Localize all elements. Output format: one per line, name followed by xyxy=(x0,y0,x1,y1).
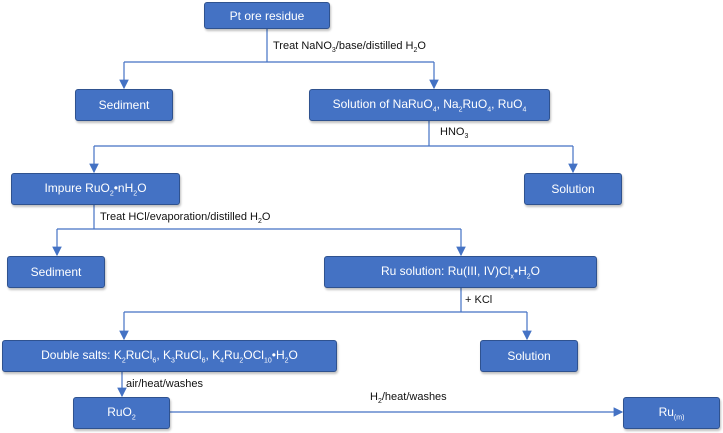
edge-label-h2-heat-text: H2/heat/washes xyxy=(370,391,447,406)
text-segment: Treat HCl/evaporation/distilled H xyxy=(100,211,258,223)
subscript: 4 xyxy=(522,106,527,114)
subscript: 2 xyxy=(109,190,114,198)
text-segment: Pt ore residue xyxy=(229,8,305,23)
text-segment: + KCl xyxy=(465,294,493,306)
ru-solution-box: Ru solution: Ru(III, IV)Clx•H2O xyxy=(324,256,597,288)
edge-label-h2-heat: H2/heat/washes xyxy=(370,391,447,405)
subscript: 10 xyxy=(263,357,272,365)
text-segment: O xyxy=(530,263,540,278)
text-segment: •nH xyxy=(113,180,134,195)
subscript: 3 xyxy=(464,133,469,141)
subscript: x xyxy=(510,273,514,281)
edge-label-hno3-text: HNO3 xyxy=(440,126,469,141)
text-segment: Treat NaNO xyxy=(273,40,332,52)
text-segment: air/heat/washes xyxy=(126,378,204,390)
edge-label-treat-hcl-text: Treat HCl/evaporation/distilled H2O xyxy=(100,211,271,226)
sediment-box-2: Sediment xyxy=(7,256,105,288)
subscript: 2 xyxy=(458,106,463,114)
text-segment: O xyxy=(137,180,147,195)
text-segment: RuCl xyxy=(125,347,153,362)
ru-solution-box-text: Ru solution: Ru(III, IV)Clx•H2O xyxy=(381,264,540,280)
text-segment: Ru solution: Ru(III, IV)Cl xyxy=(381,263,511,278)
ru-m-box-text: Ru(m) xyxy=(659,405,685,421)
subscript: 2 xyxy=(239,357,244,365)
subscript: 2 xyxy=(284,357,289,365)
subscript: 2 xyxy=(133,190,138,198)
subscript: 4 xyxy=(432,106,437,114)
text-segment: , K xyxy=(205,347,221,362)
ruo2-box-text: RuO2 xyxy=(107,405,136,421)
text-segment: Ru xyxy=(658,404,674,419)
text-segment: Impure RuO xyxy=(44,180,110,195)
text-segment: Ru xyxy=(224,347,240,362)
edge-label-hno3: HNO3 xyxy=(440,126,468,140)
impure-ruo2-box-text: Impure RuO2•nH2O xyxy=(44,181,146,197)
text-segment: •H xyxy=(271,347,285,362)
text-segment: OCl xyxy=(243,347,264,362)
text-segment: Solution xyxy=(551,182,595,196)
impure-ruo2-box: Impure RuO2•nH2O xyxy=(11,173,180,205)
subscript: 3 xyxy=(170,357,175,365)
edge-label-treat-nano3-text: Treat NaNO3/base/distilled H2O xyxy=(273,40,426,55)
pt-ore-residue-box-text: Pt ore residue xyxy=(230,9,305,23)
text-segment: O xyxy=(288,347,298,362)
text-segment: Double salts: K xyxy=(41,347,122,362)
solution-box-1-text: Solution xyxy=(551,182,594,196)
solution-naruo4-box: Solution of NaRuO4, Na2RuO4, RuO4 xyxy=(309,89,550,121)
pt-ore-residue-box: Pt ore residue xyxy=(204,2,330,29)
subscript: 2 xyxy=(377,398,382,406)
solution-box-2-text: Solution xyxy=(507,349,550,363)
text-segment: RuO xyxy=(107,404,132,419)
subscript: 2 xyxy=(413,47,418,55)
subscript: 2 xyxy=(257,218,262,226)
solution-box-1: Solution xyxy=(524,173,622,205)
ruo2-box: RuO2 xyxy=(73,397,170,429)
text-segment: , Na xyxy=(436,96,459,111)
text-segment: HNO xyxy=(440,126,465,138)
ru-m-box: Ru(m) xyxy=(623,397,720,429)
subscript: 4 xyxy=(220,357,225,365)
text-segment: RuO xyxy=(462,96,488,111)
text-segment: , RuO xyxy=(491,96,523,111)
text-segment: /heat/washes xyxy=(381,391,447,403)
text-segment: Solution xyxy=(507,349,551,363)
text-segment: , K xyxy=(156,347,171,362)
text-segment: H xyxy=(370,391,378,403)
subscript: 2 xyxy=(121,357,126,365)
subscript: 2 xyxy=(526,273,531,281)
edge-label-kcl-text: + KCl xyxy=(465,294,492,306)
solution-box-2: Solution xyxy=(480,340,578,372)
double-salts-box: Double salts: K2RuCl6, K3RuCl6, K4Ru2OCl… xyxy=(2,340,337,372)
edge-label-treat-hcl: Treat HCl/evaporation/distilled H2O xyxy=(100,211,270,225)
text-segment: /base/distilled H xyxy=(335,40,414,52)
solution-naruo4-box-text: Solution of NaRuO4, Na2RuO4, RuO4 xyxy=(333,97,527,113)
edge-label-air-heat: air/heat/washes xyxy=(126,378,203,390)
subscript: 6 xyxy=(201,357,206,365)
sediment-box-1-text: Sediment xyxy=(99,98,150,112)
text-segment: RuCl xyxy=(174,347,202,362)
text-segment: Sediment xyxy=(98,98,150,112)
text-segment: O xyxy=(417,40,426,52)
edge-label-kcl: + KCl xyxy=(465,294,492,306)
text-segment: Solution of NaRuO xyxy=(332,96,433,111)
subscript: 6 xyxy=(152,357,157,365)
text-segment: O xyxy=(261,211,271,223)
subscript: (m) xyxy=(673,414,685,422)
edge-label-treat-nano3: Treat NaNO3/base/distilled H2O xyxy=(273,40,426,54)
text-segment: •H xyxy=(513,263,527,278)
edge-label-air-heat-text: air/heat/washes xyxy=(126,378,203,390)
subscript: 3 xyxy=(331,47,336,55)
subscript: 2 xyxy=(131,414,136,422)
text-segment: Sediment xyxy=(30,265,82,279)
subscript: 4 xyxy=(487,106,492,114)
sediment-box-2-text: Sediment xyxy=(31,265,82,279)
double-salts-box-text: Double salts: K2RuCl6, K3RuCl6, K4Ru2OCl… xyxy=(41,348,298,364)
sediment-box-1: Sediment xyxy=(75,89,173,121)
